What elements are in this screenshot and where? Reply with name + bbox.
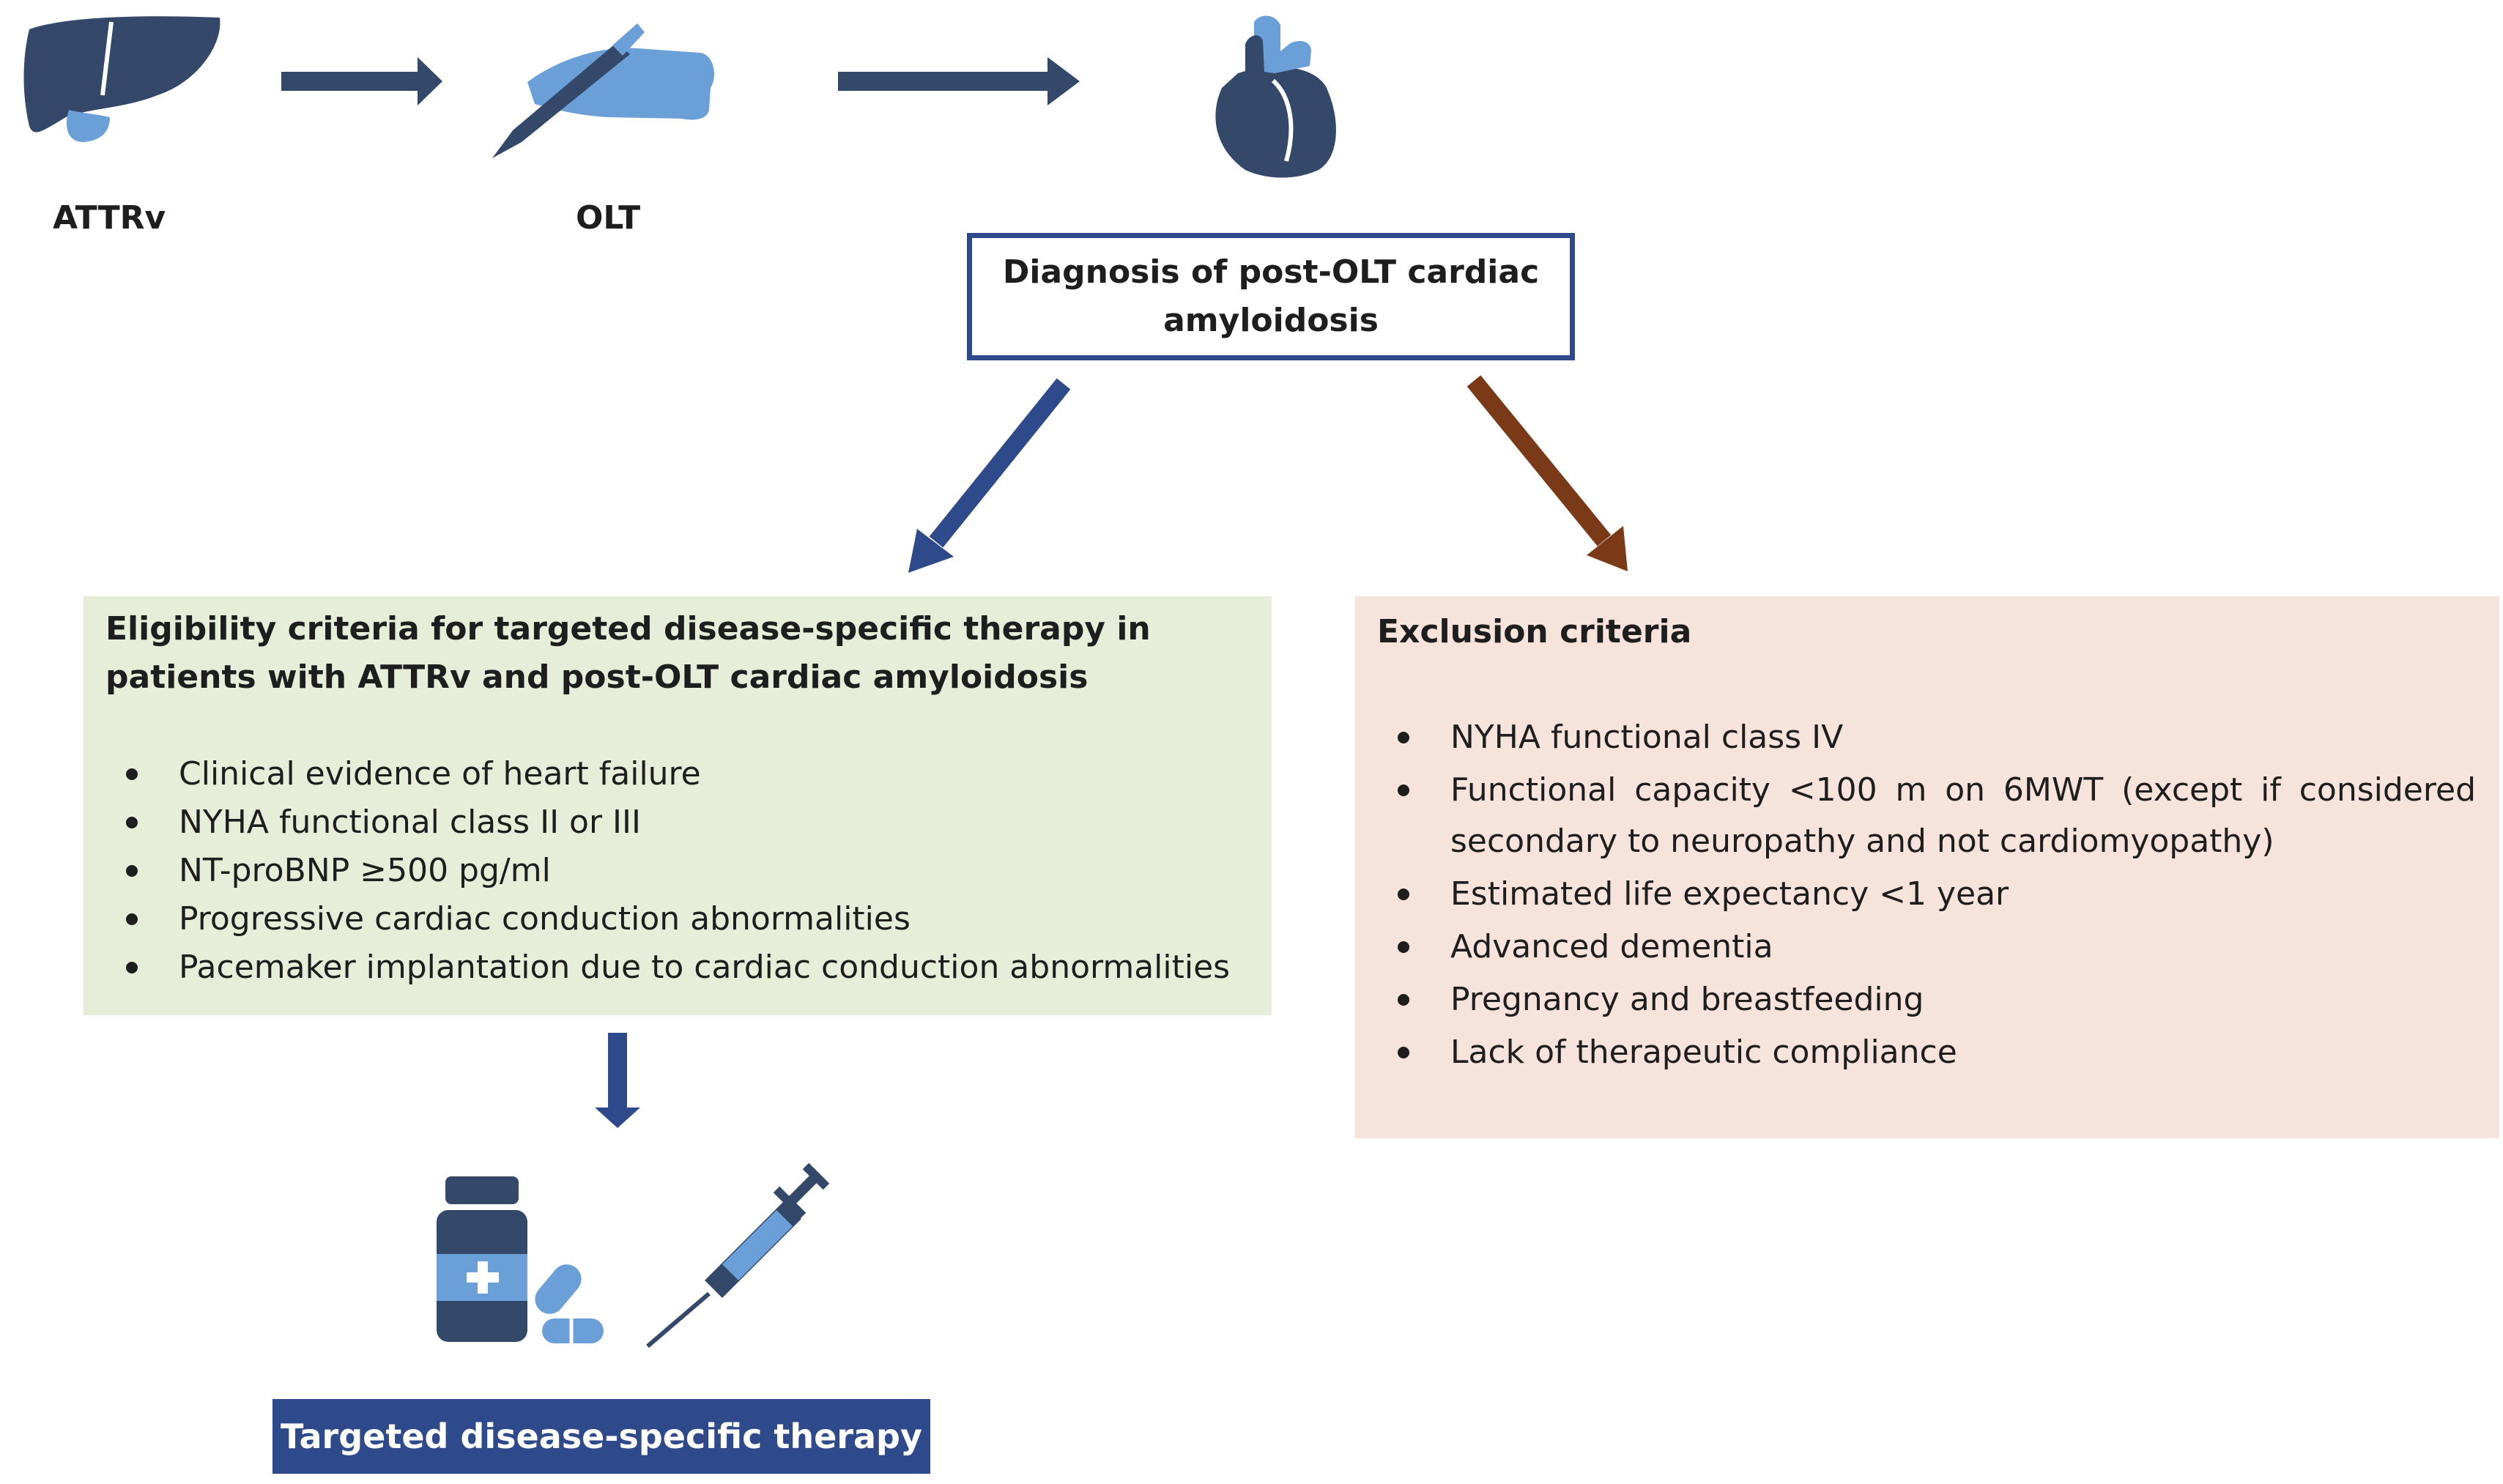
therapy-box: Targeted disease-specific therapy [272,1399,930,1474]
bullet-icon [126,865,138,877]
exclusion-item-text: NYHA functional class IV [1450,719,1844,756]
exclusion-item-text: Lack of therapeutic compliance [1450,1034,1957,1071]
exclusion-item-text: Pregnancy and breastfeeding [1450,981,1924,1018]
arrow-to-therapy [595,1033,640,1128]
arrow-attrv-to-olt [281,57,442,105]
exclusion-title: Exclusion criteria [1377,613,1692,650]
liver-icon [23,16,220,142]
exclusion-item-text: Functional capacity <100 m on 6MWT (exce… [1450,771,2476,860]
list-item: NYHA functional class II or III [105,798,1270,847]
eligibility-list: Clinical evidence of heart failure NYHA … [105,750,1270,992]
bullet-icon [1398,784,1409,796]
list-item: NT-proBNP ≥500 pg/ml [105,847,1270,895]
list-item: Advanced dementia [1377,921,2476,973]
olt-label: OLT [576,199,641,237]
exclusion-criteria-box: Exclusion criteria NYHA functional class… [1355,596,2499,1138]
list-item: Estimated life expectancy <1 year [1377,869,2476,920]
medicine-bottle-icon [437,1176,604,1343]
syringe-icon [646,1162,830,1348]
bullet-icon [126,962,138,973]
bullet-icon [1398,732,1409,743]
scalpel-hand-icon [492,23,714,158]
eligibility-item-text: Pacemaker implantation due to cardiac co… [179,949,1231,986]
list-item: NYHA functional class IV [1377,712,2476,763]
bullet-icon [1398,994,1409,1006]
eligibility-item-text: Progressive cardiac conduction abnormali… [179,900,911,938]
eligibility-criteria-box: Eligibility criteria for targeted diseas… [84,596,1272,1015]
exclusion-item-text: Estimated life expectancy <1 year [1450,875,2009,913]
list-item: Pregnancy and breastfeeding [1377,974,2476,1025]
list-item: Clinical evidence of heart failure [105,750,1270,798]
list-item: Functional capacity <100 m on 6MWT (exce… [1377,765,2476,867]
list-item: Pacemaker implantation due to cardiac co… [105,943,1270,992]
arrow-olt-to-heart [838,57,1080,105]
bullet-icon [1398,941,1409,953]
heart-icon [1215,15,1336,178]
arrow-to-exclusion [1466,375,1628,571]
arrow-to-eligibility [908,378,1071,573]
attrv-label: ATTRv [53,199,166,237]
eligibility-title: Eligibility criteria for targeted diseas… [105,610,1151,696]
bullet-icon [126,913,138,925]
bullet-icon [126,817,138,828]
bullet-icon [126,768,138,780]
eligibility-item-text: NT-proBNP ≥500 pg/ml [179,852,551,889]
list-item: Progressive cardiac conduction abnormali… [105,895,1270,943]
list-item: Lack of therapeutic compliance [1377,1027,2476,1078]
eligibility-item-text: NYHA functional class II or III [179,804,641,841]
diagnosis-box: Diagnosis of post-OLT cardiac amyloidosi… [967,233,1575,360]
diagnosis-text: Diagnosis of post-OLT cardiac amyloidosi… [1002,253,1540,339]
therapy-label: Targeted disease-specific therapy [281,1417,922,1456]
bullet-icon [1398,1047,1409,1058]
eligibility-item-text: Clinical evidence of heart failure [179,755,701,793]
exclusion-list: NYHA functional class IV Functional capa… [1377,712,2476,1080]
exclusion-item-text: Advanced dementia [1450,928,1773,965]
bullet-icon [1398,888,1409,900]
